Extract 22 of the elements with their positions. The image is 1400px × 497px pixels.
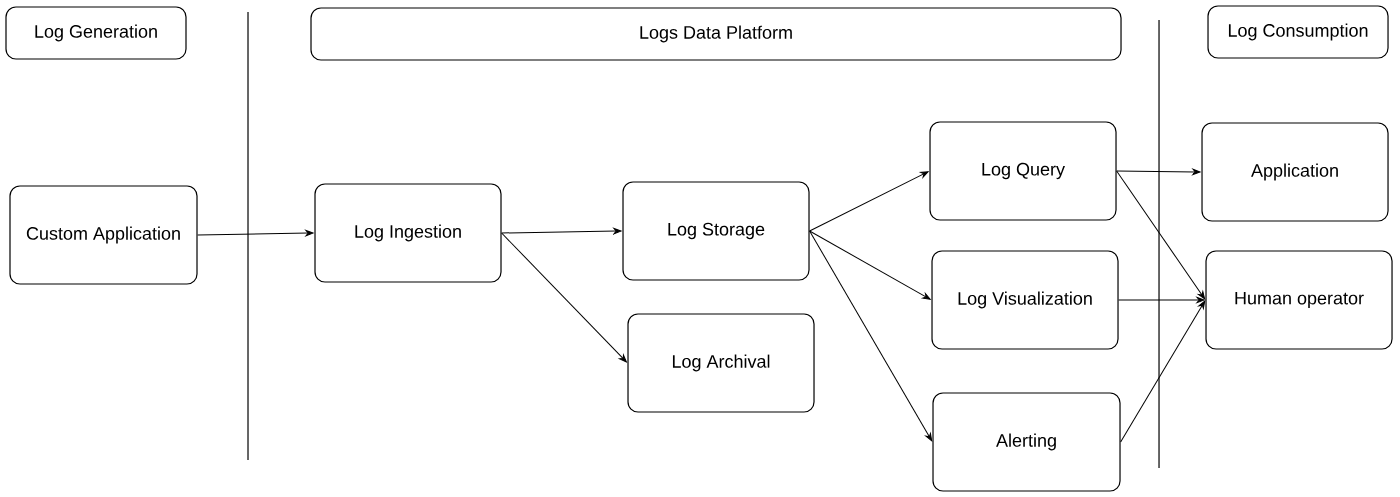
process-box: Application xyxy=(1201,122,1389,222)
arrow xyxy=(197,230,314,237)
header-box: Log Generation xyxy=(5,6,187,60)
process-box: Log Query xyxy=(929,121,1117,221)
arrow xyxy=(809,230,931,300)
process-box: Alerting xyxy=(932,392,1121,492)
arrow xyxy=(1116,168,1201,175)
arrow xyxy=(501,228,622,235)
process-box: Custom Application xyxy=(9,185,198,285)
arrow xyxy=(1120,300,1206,443)
arrow xyxy=(809,230,933,442)
arrow xyxy=(1116,170,1206,300)
arrow xyxy=(809,171,929,232)
process-box: Log Archival xyxy=(627,313,815,413)
arrow xyxy=(501,232,627,363)
header-box: Logs Data Platform xyxy=(310,7,1122,61)
process-box: Log Storage xyxy=(622,181,810,281)
arrow xyxy=(1118,296,1205,304)
header-box: Log Consumption xyxy=(1207,5,1389,59)
process-box: Human operator xyxy=(1205,250,1393,350)
process-box: Log Ingestion xyxy=(314,183,502,283)
process-box: Log Visualization xyxy=(931,250,1119,350)
